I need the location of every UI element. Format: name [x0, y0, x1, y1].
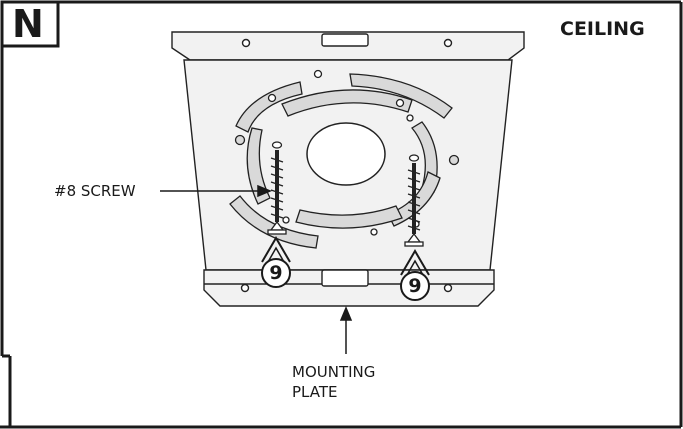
screw-leader-arrow: [160, 184, 272, 198]
step-letter: N: [12, 2, 44, 46]
screw-right: [404, 154, 424, 247]
step-number-left: 9: [269, 262, 283, 284]
ceiling-label: CEILING: [560, 18, 645, 40]
mounting-plate-label: MOUNTING PLATE: [292, 362, 375, 402]
screw-label: #8 SCREW: [54, 182, 136, 200]
step-callout-left: [261, 236, 291, 288]
screw-left: [267, 141, 287, 235]
mounting-plate-label-line-2: PLATE: [292, 383, 338, 401]
step-callout-right: [400, 249, 430, 301]
step-number-right: 9: [408, 275, 422, 297]
mounting-plate-label-line-1: MOUNTING: [292, 363, 376, 381]
step-letter-box: [0, 0, 60, 48]
bottom-flange-slot: [321, 269, 369, 287]
top-flange-slot: [321, 33, 369, 47]
bottom-flange-hole-left: [240, 283, 250, 293]
center-hole: [306, 122, 386, 186]
plate-leader-arrow: [339, 306, 353, 354]
top-flange-hole-left: [241, 38, 251, 48]
top-flange-hole-right: [443, 38, 453, 48]
bottom-flange-hole-right: [443, 283, 453, 293]
